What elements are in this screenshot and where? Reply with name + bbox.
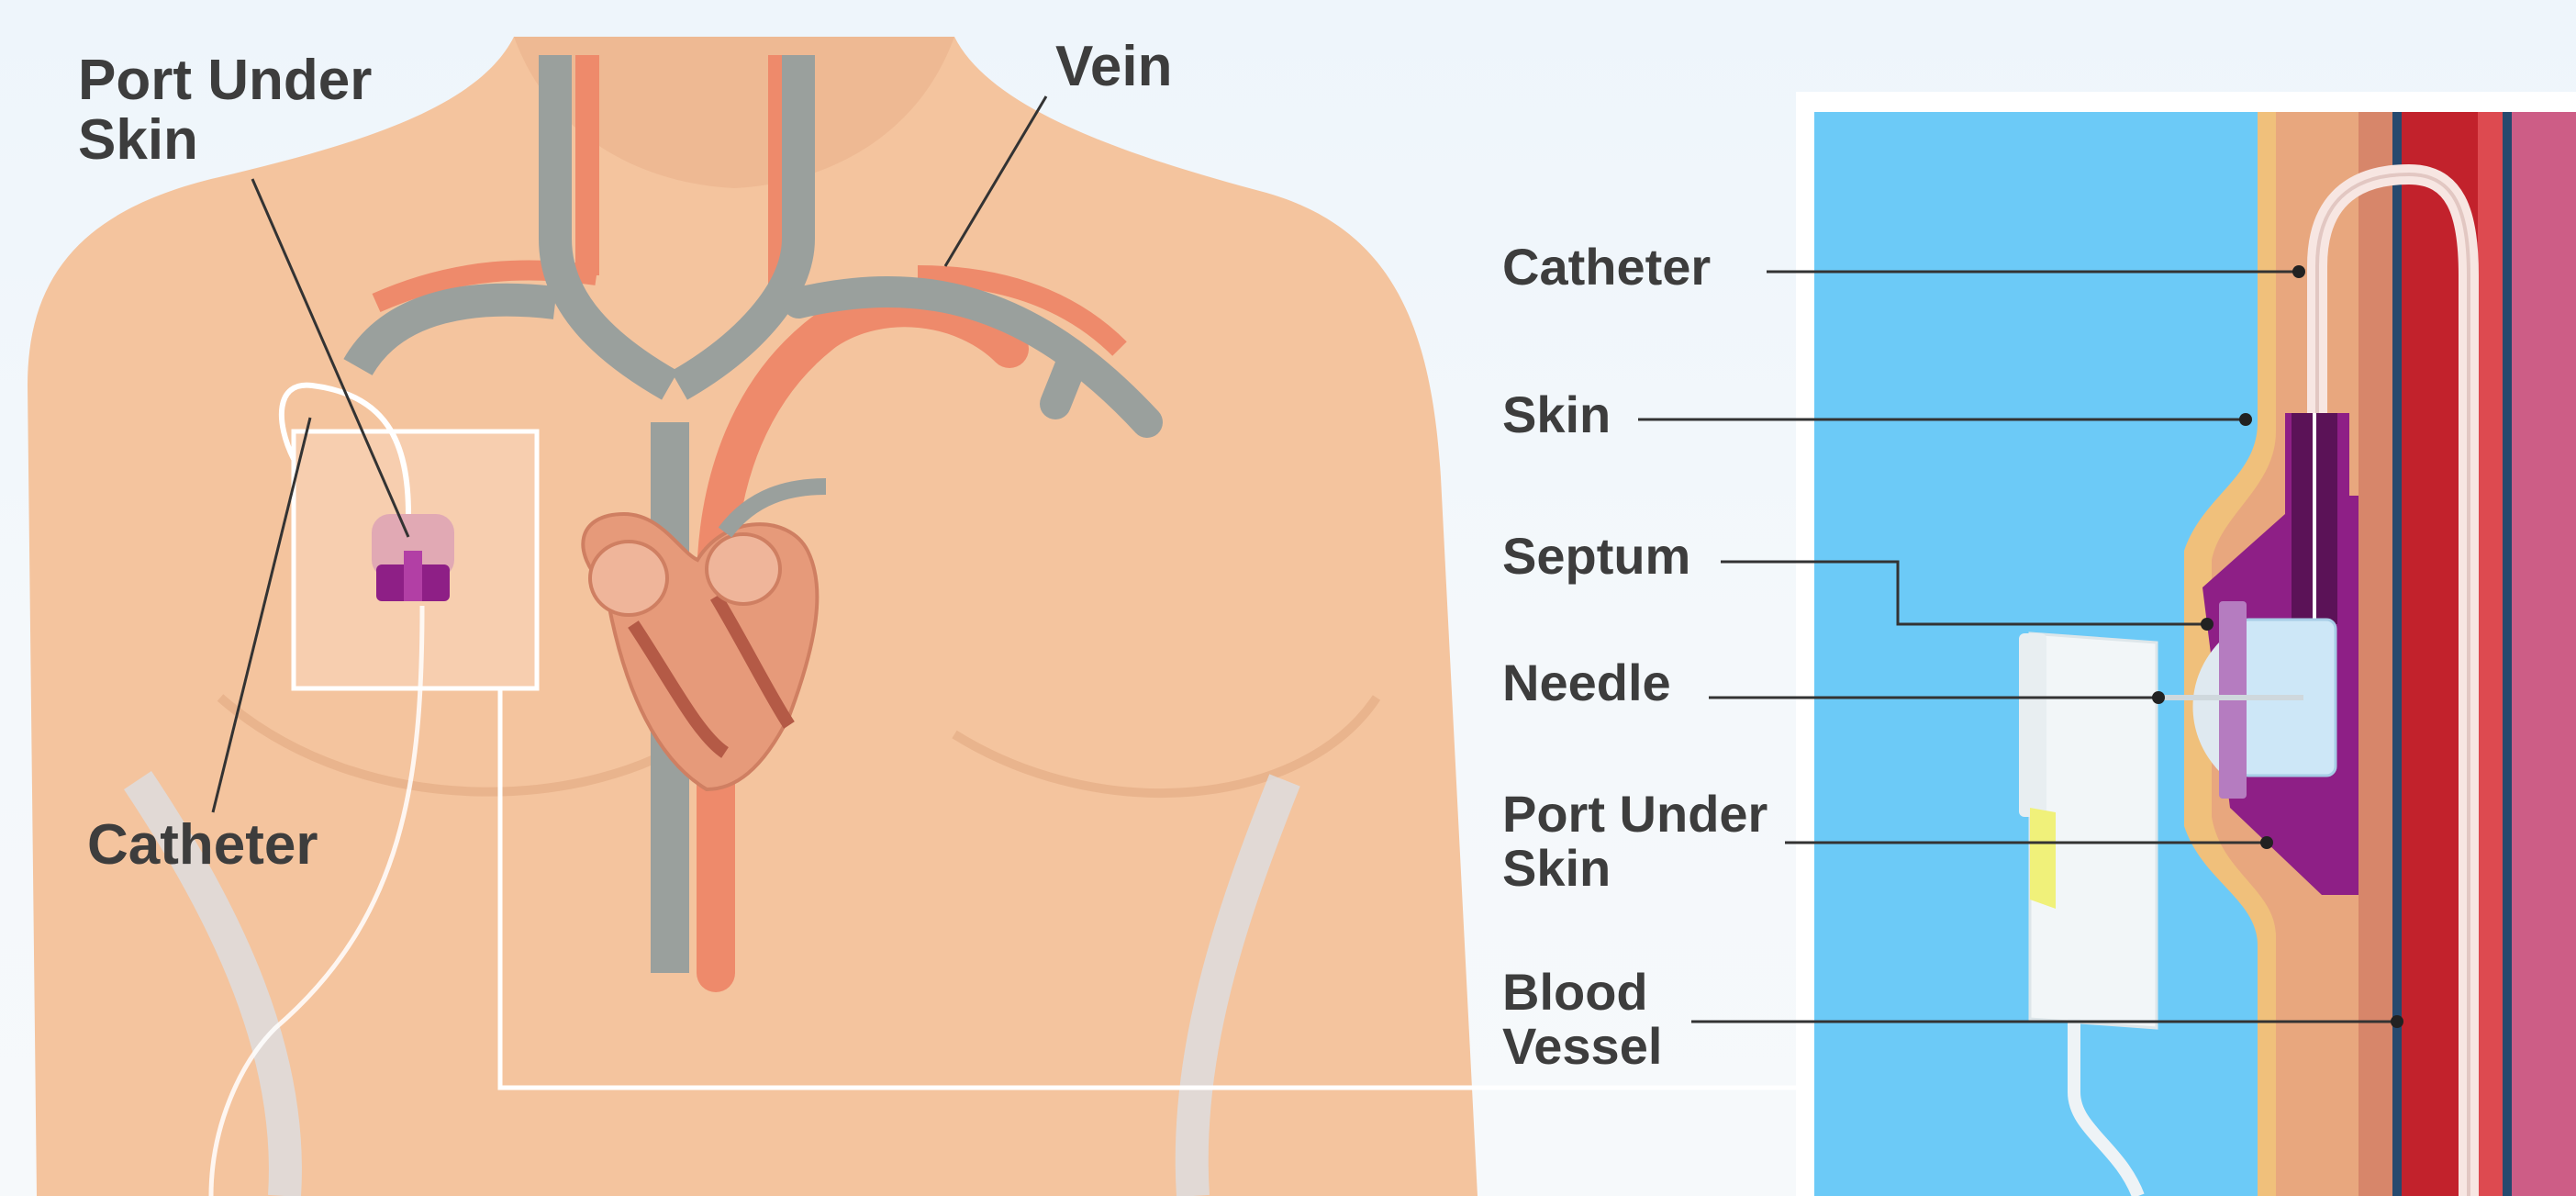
heart-atrium-right	[707, 534, 780, 604]
muscle-layer	[2359, 112, 2395, 1196]
label-blood-vessel-right: Blood Vessel	[1502, 966, 1662, 1074]
label-septum-right: Septum	[1502, 530, 1690, 584]
blood-vessel-wall-blue	[2392, 112, 2402, 1196]
dot-skin	[2239, 413, 2252, 426]
dot-needle	[2152, 691, 2165, 704]
label-needle-right: Needle	[1502, 656, 1671, 710]
needle-yellow-clip	[2030, 808, 2056, 909]
label-vein-left: Vein	[1055, 37, 1173, 96]
dot-septum	[2201, 618, 2214, 631]
label-skin-right: Skin	[1502, 388, 1611, 442]
blood-vessel-wall-right	[2503, 112, 2512, 1196]
blood-vessel-highlight	[2478, 112, 2503, 1196]
outer-tissue	[2512, 112, 2576, 1196]
needle-grip	[2019, 633, 2046, 817]
dot-catheter	[2292, 265, 2305, 278]
port-small	[372, 514, 454, 601]
label-port-under-skin-left: Port Under Skin	[78, 50, 372, 170]
label-catheter-right: Catheter	[1502, 240, 1711, 295]
heart-atrium-left	[590, 542, 667, 615]
label-port-under-skin-right: Port Under Skin	[1502, 788, 1768, 896]
dot-blood-vessel	[2391, 1015, 2403, 1028]
label-catheter-left: Catheter	[87, 815, 318, 875]
dot-port-under-skin	[2260, 836, 2273, 849]
cross-section-inset	[1638, 92, 2576, 1196]
